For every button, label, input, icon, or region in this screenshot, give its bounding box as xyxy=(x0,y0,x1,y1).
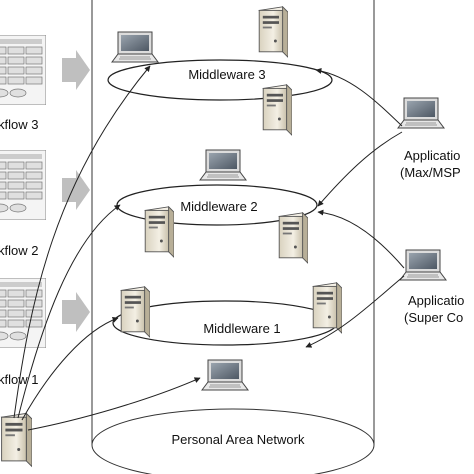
server-icon xyxy=(312,282,342,334)
workflow-3-label: kflow 3 xyxy=(0,117,38,132)
connection-arrow xyxy=(315,67,403,127)
personal-area-network-cylinder xyxy=(91,0,375,474)
workflow-3-arrow xyxy=(62,50,90,90)
workflow-1-arrow xyxy=(62,292,90,332)
middleware-3-label: Middleware 3 xyxy=(188,67,265,82)
laptop-icon xyxy=(399,249,447,281)
laptop-icon xyxy=(111,31,159,63)
application-2-label: Applicatio xyxy=(408,293,464,308)
workflow-2-thumbnail xyxy=(0,150,46,220)
connection-arrow xyxy=(317,131,403,207)
middleware-2-label: Middleware 2 xyxy=(180,199,257,214)
network-label: Personal Area Network xyxy=(172,432,305,447)
connection-arrow xyxy=(317,209,405,269)
workflow-1-thumbnail xyxy=(0,278,46,348)
middleware-3-ring xyxy=(107,59,333,101)
workflow-2-label: kflow 2 xyxy=(0,243,38,258)
server-icon xyxy=(278,212,308,264)
server-icon xyxy=(1,412,32,468)
connection-arrow xyxy=(13,65,151,419)
workflow-2: kflow 2 xyxy=(0,150,90,258)
laptop-icon xyxy=(397,97,445,129)
workflow-2-arrow xyxy=(62,170,90,210)
application-1-sublabel: (Max/MSP xyxy=(400,165,461,180)
connection-arrow xyxy=(305,275,405,348)
middleware-1-label: Middleware 1 xyxy=(203,321,280,336)
laptop-icon xyxy=(201,359,249,391)
workflow-1: kflow 1 xyxy=(0,278,90,387)
laptop-icon xyxy=(199,149,247,181)
server-icon xyxy=(258,6,288,58)
workflow-3-thumbnail xyxy=(0,35,46,105)
workflow-3: kflow 3 xyxy=(0,35,90,132)
connection-arrow xyxy=(17,204,121,419)
connection-arrow xyxy=(21,317,119,421)
server-icon xyxy=(120,286,150,338)
application-2-sublabel: (Super Co xyxy=(404,310,463,325)
connection-arrow xyxy=(27,377,201,431)
application-1-label: Applicatio xyxy=(404,148,460,163)
server-icon xyxy=(144,206,174,258)
server-icon xyxy=(262,84,292,136)
